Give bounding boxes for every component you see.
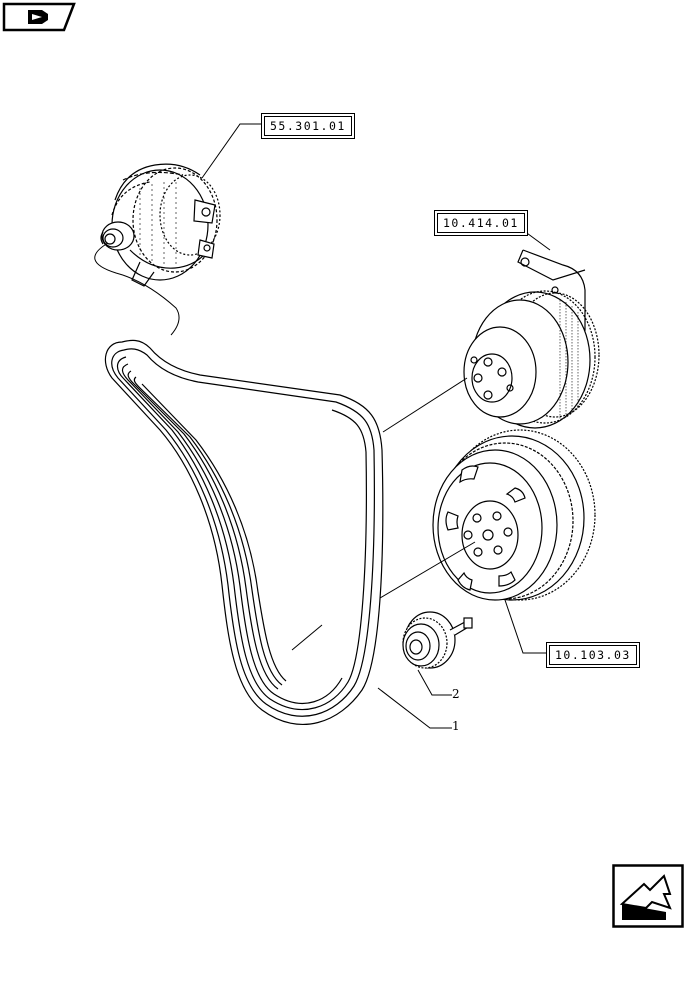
damper-leader	[504, 599, 549, 654]
tensioner-leader	[417, 669, 452, 696]
tensioner-pulley[interactable]	[402, 611, 473, 669]
alternator-leader	[201, 123, 264, 179]
callout-tensioner: 2	[452, 687, 460, 701]
callout-belt: 1	[452, 719, 460, 733]
ref-box-water-pump[interactable]: 10.414.01	[437, 213, 525, 233]
ref-box-crankshaft-damper[interactable]: 10.103.03	[549, 645, 637, 665]
belt-leader	[377, 687, 452, 729]
catalog-back-icon[interactable]	[2, 2, 76, 32]
drive-belt[interactable]	[104, 339, 384, 725]
water-pump[interactable]	[463, 249, 600, 429]
next-page-arrow-icon[interactable]	[612, 864, 684, 928]
ref-box-alternator[interactable]: 55.301.01	[264, 116, 352, 136]
alternator[interactable]	[100, 163, 221, 287]
crankshaft-damper[interactable]	[432, 429, 596, 601]
